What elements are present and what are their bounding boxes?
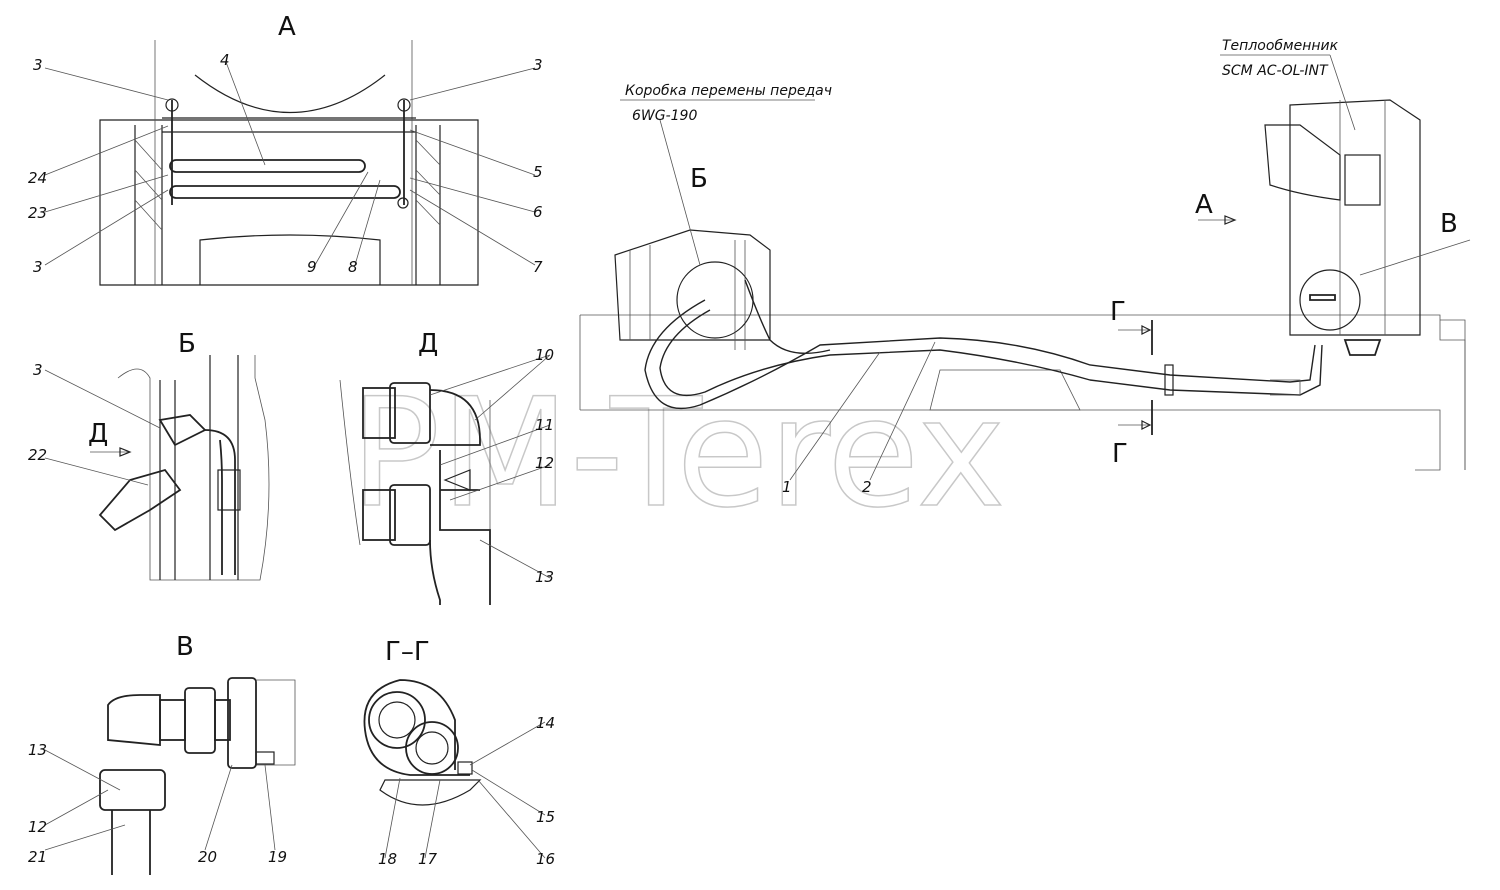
label-a-3-right: 3: [533, 56, 543, 74]
label-a-23: 23: [28, 204, 47, 222]
label-b-3: 3: [33, 361, 43, 379]
label-d-12: 12: [535, 454, 554, 472]
label-main-1: 1: [782, 478, 792, 496]
label-b-22: 22: [28, 446, 47, 464]
view-b-marker: Б: [690, 164, 708, 194]
label-g-16: 16: [536, 850, 555, 868]
heat-note-line2: SCM AC-OL-INT: [1222, 63, 1329, 79]
gearbox-note-line1: Коробка перемены передач: [625, 83, 832, 99]
view-a-title: А: [278, 12, 296, 42]
view-a-arrow-label: А: [1195, 190, 1213, 220]
heat-note-line1: Теплообменник: [1222, 38, 1339, 54]
label-v-12: 12: [28, 818, 47, 836]
label-a-7: 7: [533, 258, 543, 276]
label-v-21: 21: [28, 848, 47, 866]
label-a-4: 4: [220, 51, 230, 69]
view-v-title: В: [176, 632, 194, 662]
label-v-20: 20: [198, 848, 217, 866]
label-d-10: 10: [535, 346, 554, 364]
watermark: PM-Terex: [350, 367, 1005, 541]
view-v: В 13 12 21 20 19: [28, 632, 296, 875]
view-g-g: Г–Г 14 15 16 17 18: [363, 637, 555, 868]
label-g-15: 15: [536, 808, 555, 826]
label-a-9: 9: [307, 258, 317, 276]
label-a-3-left: 3: [33, 56, 43, 74]
view-d-arrow-label: Д: [88, 419, 108, 449]
view-a: А 3 4 3 24 5 23 6 3 9 8 7: [28, 12, 543, 286]
label-a-24: 24: [28, 169, 47, 187]
view-g-g-title: Г–Г: [385, 637, 430, 667]
label-g-18: 18: [378, 850, 397, 868]
section-g-top: Г: [1110, 297, 1126, 327]
label-a-5: 5: [533, 163, 543, 181]
label-v-13: 13: [28, 741, 47, 759]
label-d-11: 11: [535, 416, 554, 434]
label-g-14: 14: [536, 714, 555, 732]
label-main-2: 2: [862, 478, 872, 496]
label-v-19: 19: [268, 848, 287, 866]
view-b: Б Д 3 22: [28, 329, 270, 581]
label-a-8: 8: [348, 258, 358, 276]
view-v-marker: В: [1440, 209, 1458, 239]
gearbox-note-line2: 6WG-190: [632, 108, 697, 124]
view-b-title: Б: [178, 329, 196, 359]
label-a-3-bottom: 3: [33, 258, 43, 276]
main-view: Б Коробка перемены передач 6WG-190 Тепло…: [579, 38, 1471, 496]
section-g-bottom: Г: [1112, 439, 1128, 469]
label-g-17: 17: [418, 850, 438, 868]
label-d-13: 13: [535, 568, 554, 586]
label-a-6: 6: [533, 203, 543, 221]
view-d: Д 10 11 12 13: [339, 329, 554, 605]
view-d-title: Д: [418, 329, 438, 359]
